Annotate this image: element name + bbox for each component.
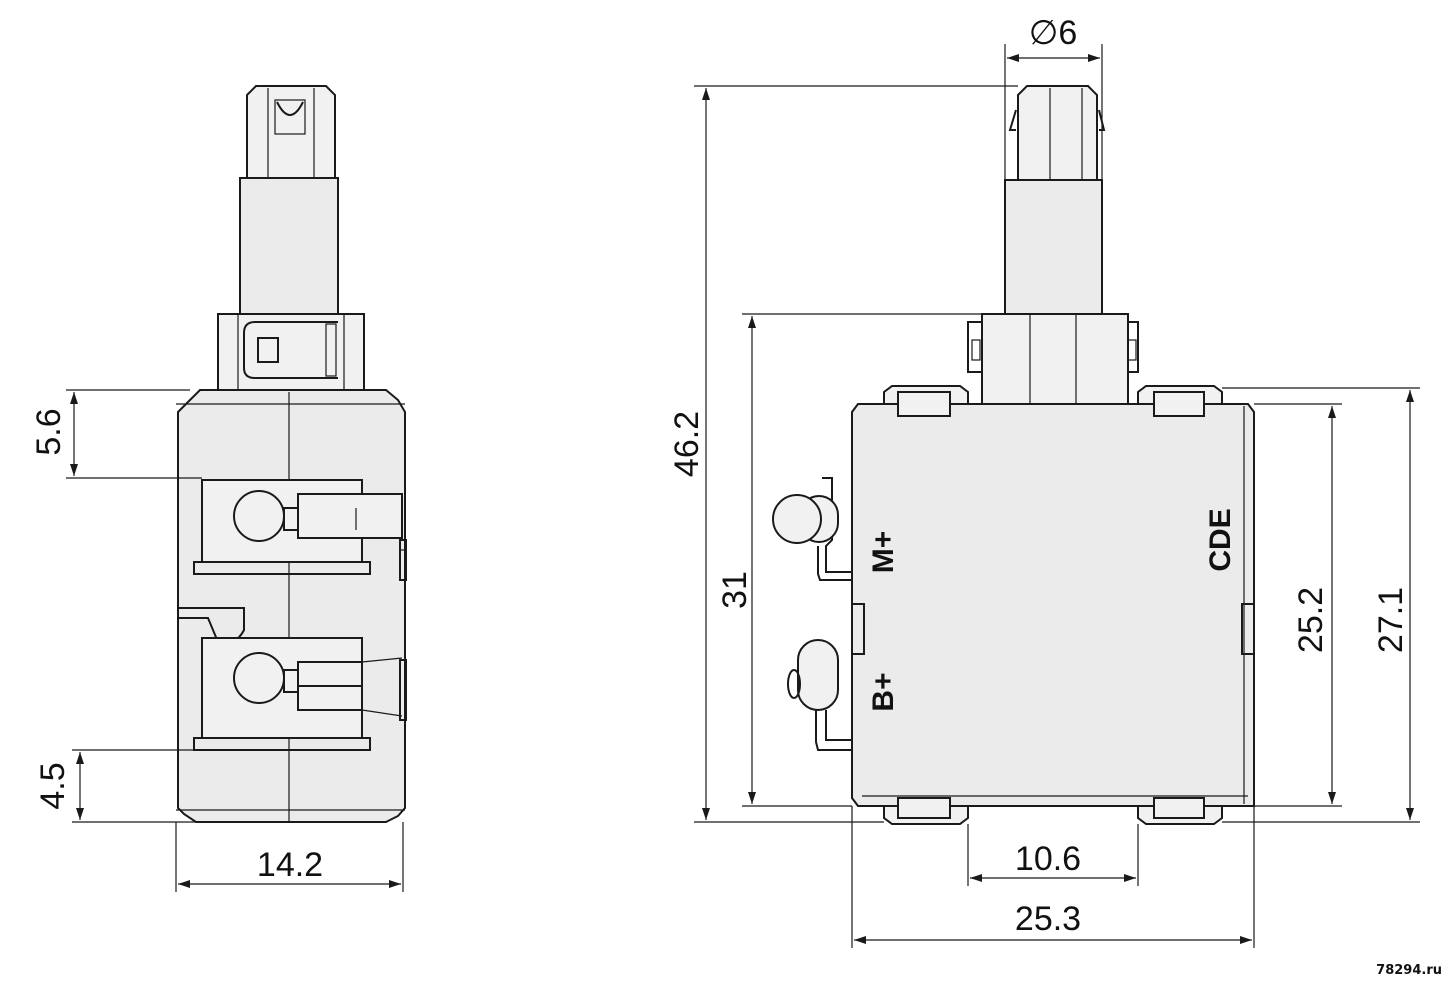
front-dim-total-height: 46.2 <box>668 85 1018 823</box>
terminal-b-plus-label: B+ <box>867 672 900 711</box>
side-dim-bottom-offset: 4.5 <box>34 749 202 823</box>
side-dim-width: 14.2 <box>175 822 404 892</box>
front-dim-body-height-tabs-label: 27.1 <box>1372 587 1410 653</box>
front-dim-body-height-label: 25.2 <box>1292 587 1330 653</box>
front-collar <box>967 313 1139 407</box>
terminal-m-plus: M+ <box>772 477 900 581</box>
front-dim-body-height-tabs: 27.1 <box>1222 387 1420 823</box>
cde-marking: CDE <box>1204 508 1237 571</box>
side-body <box>176 389 407 823</box>
front-dim-body-width-label: 25.3 <box>1015 900 1081 938</box>
front-shaft <box>1004 85 1106 315</box>
front-tabs-bottom <box>883 797 1223 825</box>
front-dim-total-height-label: 46.2 <box>668 411 706 477</box>
front-dim-body-height: 25.2 <box>1254 403 1342 807</box>
front-body: M+ B+ CDE <box>772 385 1255 825</box>
front-dim-tab-spacing: 10.6 <box>967 824 1139 886</box>
front-dim-body-height-collar-label: 31 <box>716 571 754 609</box>
front-dim-body-width: 25.3 <box>851 806 1255 948</box>
side-dim-top-offset-label: 5.6 <box>30 408 68 455</box>
terminal-m-plus-label: M+ <box>867 531 900 574</box>
side-dim-width-label: 14.2 <box>257 846 323 884</box>
side-dim-bottom-offset-label: 4.5 <box>34 762 72 809</box>
front-dim-body-height-collar: 31 <box>716 313 982 807</box>
side-terminal-upper <box>193 479 403 575</box>
front-dim-tab-spacing-label: 10.6 <box>1015 840 1081 878</box>
side-collar <box>217 313 365 393</box>
front-dim-shaft-diameter-label: ∅6 <box>1029 14 1078 52</box>
side-shaft <box>239 85 339 315</box>
side-terminal-lower <box>193 637 403 751</box>
side-view: 5.6 4.5 14.2 <box>30 85 407 892</box>
watermark: 78294.ru <box>1376 963 1442 978</box>
side-dim-top-offset: 5.6 <box>30 389 202 479</box>
front-tabs-top <box>883 385 1223 417</box>
terminal-b-plus: B+ <box>787 639 900 751</box>
front-dim-shaft-diameter: ∅6 <box>1004 14 1103 180</box>
front-view: M+ B+ CDE ∅6 46.2 <box>668 14 1420 948</box>
